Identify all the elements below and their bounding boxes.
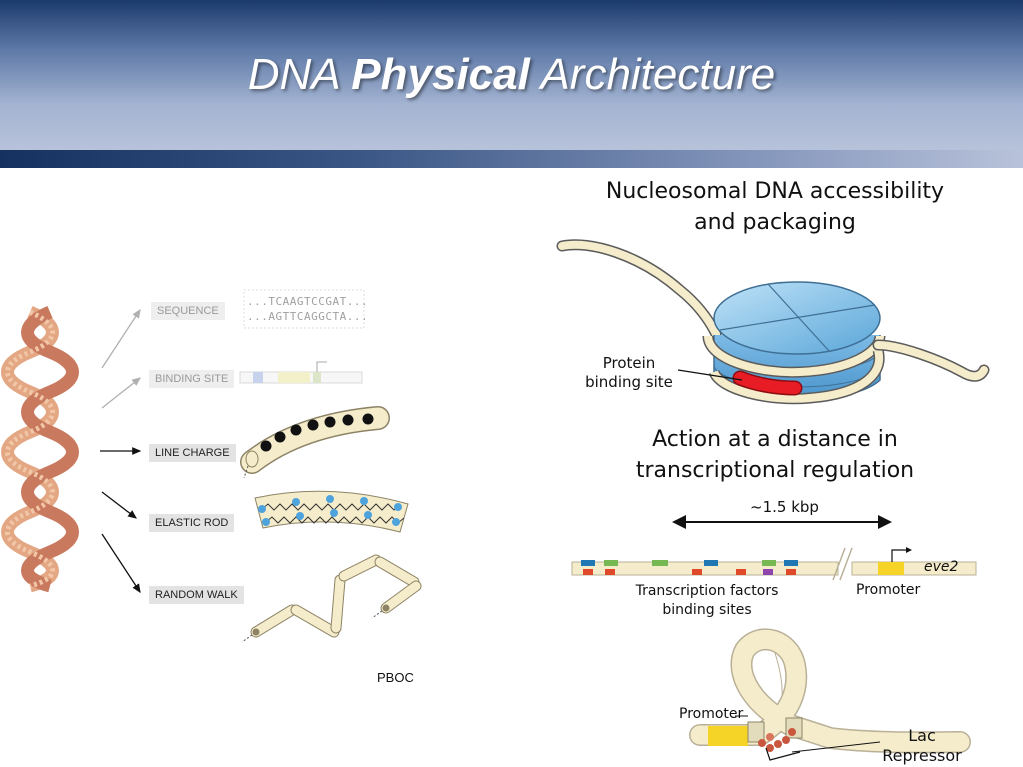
regulation-title: Action at a distance in transcriptional … [635, 427, 915, 483]
label-random-walk: RANDOM WALK [149, 586, 244, 604]
label-sequence: SEQUENCE [151, 302, 225, 320]
binding-site-bar [239, 361, 363, 384]
arrow-elastic-rod [101, 491, 138, 519]
arrow-random-walk [101, 533, 141, 594]
distance-label: ~1.5 kbp [750, 498, 819, 516]
dna-loop-diagram [689, 628, 971, 761]
protein-binding-site-label: Protein binding site [585, 354, 673, 391]
label-binding-site: BINDING SITE [149, 370, 235, 388]
regulatory-dna-bar [571, 547, 977, 581]
lac-repressor-label: Lac Repressor [882, 726, 962, 765]
random-walk-chain [241, 554, 422, 643]
loop-promoter-label: Promoter [679, 706, 744, 722]
arrow-sequence [101, 308, 141, 369]
header-background [0, 0, 1023, 168]
tf-binding-sites-label: Transcription factors binding sites [635, 583, 779, 618]
arrow-binding-site [101, 377, 142, 409]
nucleosome-diagram [556, 239, 990, 405]
dna-helix-image [1, 306, 79, 593]
label-elastic-rod: ELASTIC ROD [149, 514, 235, 532]
credit-label: PBOC [377, 670, 414, 685]
sequence-top-strand: ...TCAAGTCCGAT... [247, 295, 369, 308]
header-band [0, 150, 1023, 168]
elastic-rod [254, 490, 409, 533]
line-charge-rod [240, 406, 390, 479]
sequence-bottom-strand: ...AGTTCAGGCTA... [247, 310, 369, 323]
sequence-box [243, 289, 365, 329]
label-line-charge: LINE CHARGE [149, 444, 236, 462]
gene-label: eve2 [924, 559, 959, 575]
promoter-label: Promoter [856, 582, 921, 598]
nucleosome-title: Nucleosomal DNA accessibility and packag… [605, 179, 945, 235]
slide-title: DNA Physical Architecture [247, 50, 776, 99]
